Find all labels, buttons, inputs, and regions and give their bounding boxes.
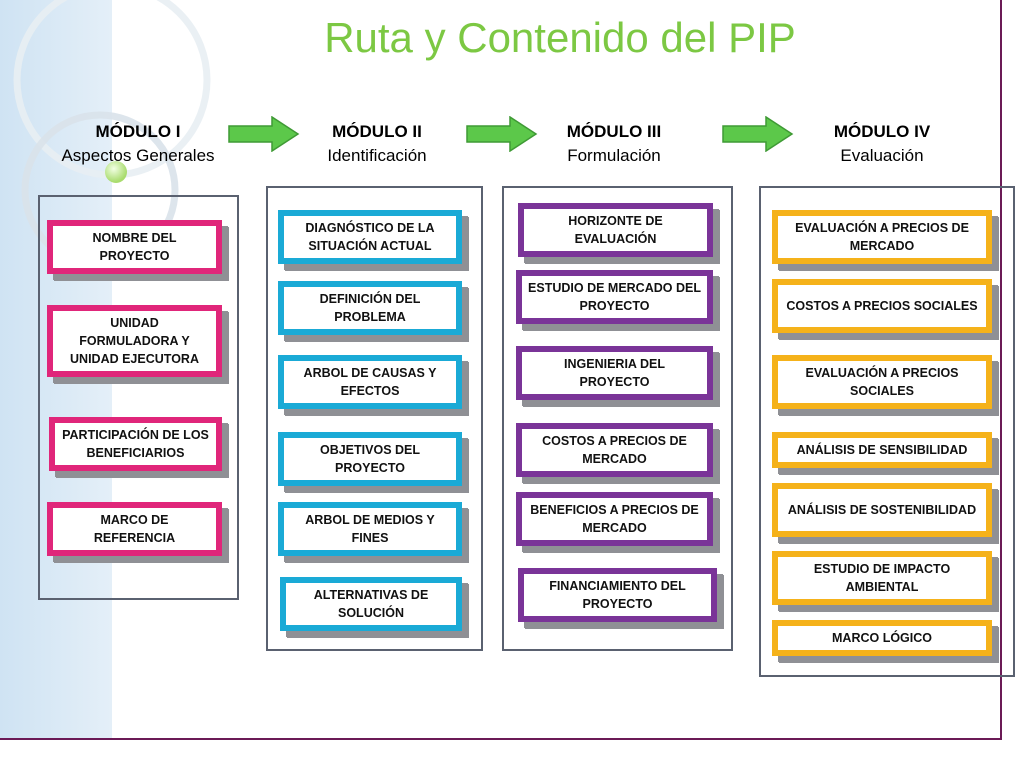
module-2-column bbox=[266, 186, 483, 651]
module-2-item: DIAGNÓSTICO DE LA SITUACIÓN ACTUAL bbox=[278, 210, 462, 264]
module-4-column bbox=[759, 186, 1015, 677]
module-1-item: NOMBRE DEL PROYECTO bbox=[47, 220, 222, 274]
module-2-subtitle: Identificación bbox=[327, 146, 427, 165]
module-3-title: MÓDULO III bbox=[566, 122, 662, 141]
module-4-title: MÓDULO IV bbox=[833, 122, 931, 141]
module-2-item: DEFINICIÓN DEL PROBLEMA bbox=[278, 281, 462, 335]
module-4-heading: MÓDULO IV Evaluación bbox=[762, 120, 1002, 168]
module-2-heading: MÓDULO II Identificación bbox=[257, 120, 497, 168]
arrow-right-icon bbox=[466, 116, 538, 152]
module-1-subtitle: Aspectos Generales bbox=[61, 146, 215, 165]
module-2-item: ARBOL DE CAUSAS Y EFECTOS bbox=[278, 355, 462, 409]
module-3-item: BENEFICIOS A PRECIOS DE MERCADO bbox=[516, 492, 713, 546]
module-1-item: UNIDAD FORMULADORA Y UNIDAD EJECUTORA bbox=[47, 305, 222, 377]
module-3-heading: MÓDULO III Formulación bbox=[494, 120, 734, 168]
module-3-item: COSTOS A PRECIOS DE MERCADO bbox=[516, 423, 713, 477]
module-1-column bbox=[38, 195, 239, 600]
module-1-item: MARCO DE REFERENCIA bbox=[47, 502, 222, 556]
module-1-heading: MÓDULO I Aspectos Generales bbox=[18, 120, 258, 168]
arrow-right-icon bbox=[722, 116, 794, 152]
module-1-title: MÓDULO I bbox=[95, 122, 181, 141]
module-2-item: OBJETIVOS DEL PROYECTO bbox=[278, 432, 462, 486]
module-3-subtitle: Formulación bbox=[567, 146, 661, 165]
module-3-item: ESTUDIO DE MERCADO DEL PROYECTO bbox=[516, 270, 713, 324]
module-3-item: FINANCIAMIENTO DEL PROYECTO bbox=[518, 568, 717, 622]
module-4-item: COSTOS A PRECIOS SOCIALES bbox=[772, 279, 992, 333]
module-4-item: ANÁLISIS DE SOSTENIBILIDAD bbox=[772, 483, 992, 537]
module-4-item: ANÁLISIS DE SENSIBILIDAD bbox=[772, 432, 992, 468]
module-4-item: ESTUDIO DE IMPACTO AMBIENTAL bbox=[772, 551, 992, 605]
module-2-title: MÓDULO II bbox=[332, 122, 422, 141]
module-4-subtitle: Evaluación bbox=[840, 146, 924, 165]
page-title: Ruta y Contenido del PIP bbox=[324, 14, 796, 61]
module-2-item: ALTERNATIVAS DE SOLUCIÓN bbox=[280, 577, 462, 631]
module-2-item: ARBOL DE MEDIOS Y FINES bbox=[278, 502, 462, 556]
module-4-item: EVALUACIÓN A PRECIOS SOCIALES bbox=[772, 355, 992, 409]
slide-frame bbox=[0, 0, 1002, 740]
module-3-item: INGENIERIA DEL PROYECTO bbox=[516, 346, 713, 400]
module-4-item: EVALUACIÓN A PRECIOS DE MERCADO bbox=[772, 210, 992, 264]
module-4-item: MARCO LÓGICO bbox=[772, 620, 992, 656]
arrow-right-icon bbox=[228, 116, 300, 152]
module-1-item: PARTICIPACIÓN DE LOS BENEFICIARIOS bbox=[49, 417, 222, 471]
module-3-item: HORIZONTE DE EVALUACIÓN bbox=[518, 203, 713, 257]
module-3-column bbox=[502, 186, 733, 651]
